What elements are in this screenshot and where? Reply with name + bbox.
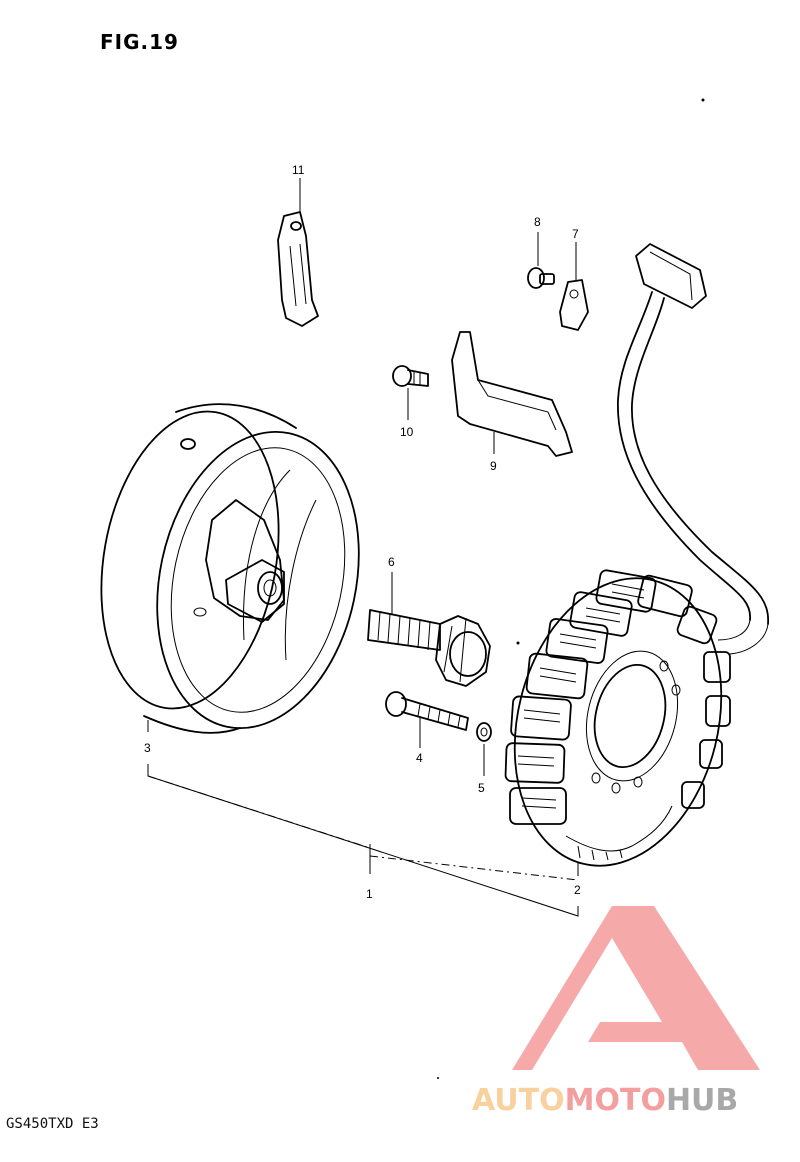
callout-7: 7 bbox=[572, 227, 579, 241]
callout-9: 9 bbox=[490, 459, 497, 473]
leader-lines bbox=[299, 178, 577, 776]
watermark-hub-text: HUB bbox=[666, 1083, 738, 1118]
part-11-wire-clamp bbox=[277, 211, 319, 327]
part-10-screw bbox=[392, 365, 429, 387]
svg-text:AUTOMOTOHUB: AUTOMOTOHUB bbox=[472, 1083, 738, 1118]
callout-4: 4 bbox=[416, 751, 423, 765]
callout-6: 6 bbox=[388, 555, 395, 569]
part-8-screw bbox=[527, 267, 555, 289]
callout-2: 2 bbox=[574, 883, 581, 897]
callout-11: 11 bbox=[292, 163, 305, 177]
watermark-auto-text: AUTO bbox=[472, 1083, 565, 1118]
part-2-stator bbox=[504, 243, 769, 867]
callout-8: 8 bbox=[534, 215, 541, 229]
model-code-label: GS450TXD E3 bbox=[6, 1116, 99, 1132]
watermark-logo: AUTOMOTOHUB bbox=[472, 906, 760, 1118]
part-3-flywheel-rotor bbox=[100, 403, 360, 734]
assembly-bracket bbox=[147, 720, 579, 917]
figure-title: FIG.19 bbox=[100, 30, 179, 54]
part-7-clamp-bracket bbox=[559, 279, 589, 331]
callout-5: 5 bbox=[478, 781, 485, 795]
callout-labels: 11 8 7 10 9 6 4 5 3 2 1 bbox=[144, 163, 581, 901]
part-5-washer bbox=[476, 722, 492, 742]
watermark-triangle-icon bbox=[512, 906, 756, 1070]
part-6-flywheel-bolt bbox=[367, 609, 491, 687]
watermark-moto-text: MOTO bbox=[565, 1083, 666, 1118]
callout-3: 3 bbox=[144, 741, 151, 755]
part-9-cover-plate bbox=[451, 331, 573, 457]
stator-coil-poles bbox=[504, 569, 731, 825]
callout-1: 1 bbox=[366, 887, 373, 901]
part-4-stator-screw bbox=[385, 691, 469, 731]
callout-10: 10 bbox=[400, 425, 414, 439]
